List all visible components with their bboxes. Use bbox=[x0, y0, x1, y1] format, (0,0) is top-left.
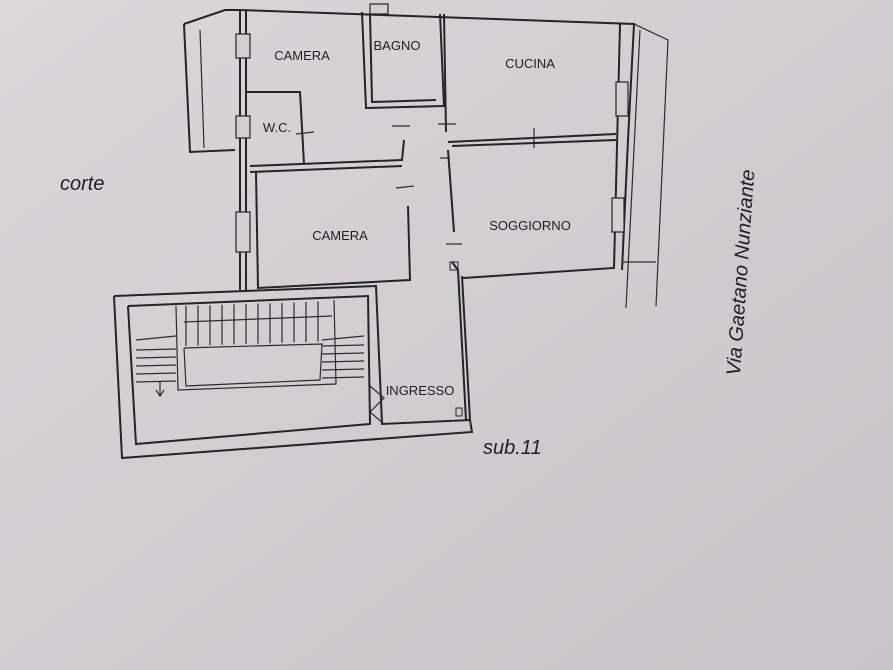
window-mark bbox=[235, 115, 251, 139]
stair-tread bbox=[321, 352, 365, 355]
outer-wall-right-outer bbox=[621, 139, 629, 271]
bagno-walls bbox=[361, 11, 446, 110]
stair-tread bbox=[135, 356, 177, 359]
wc-walls bbox=[246, 91, 305, 165]
room-label-soggiorno: SOGGIORNO bbox=[489, 218, 571, 233]
annex-left-wall bbox=[183, 23, 236, 154]
room-label-wc: W.C. bbox=[263, 120, 291, 135]
window-mark bbox=[615, 81, 629, 117]
sub-label: sub.11 bbox=[483, 437, 542, 459]
entry-door-swing bbox=[369, 385, 385, 425]
stair-tread bbox=[321, 344, 365, 347]
column-mark bbox=[449, 261, 459, 271]
room-label-cucina: CUCINA bbox=[505, 56, 555, 71]
stair-rail bbox=[135, 335, 177, 341]
annex-top-wall bbox=[183, 9, 240, 25]
wc-door bbox=[295, 131, 315, 135]
corridor-wall-top-2 bbox=[249, 165, 403, 173]
stair-tread bbox=[321, 368, 365, 371]
ingresso-right-outer bbox=[461, 275, 471, 421]
stair-tread bbox=[135, 372, 177, 375]
window-mark bbox=[235, 211, 251, 253]
stair-tread bbox=[321, 376, 365, 379]
stair-steps bbox=[135, 301, 365, 383]
window-mark bbox=[235, 33, 251, 59]
stair-core bbox=[175, 299, 337, 391]
window-mark bbox=[611, 197, 625, 233]
facade-line-1 bbox=[633, 23, 669, 307]
stair-landing bbox=[183, 343, 323, 387]
room-label-camera-top: CAMERA bbox=[274, 48, 330, 63]
stair-tread bbox=[321, 360, 365, 363]
cucina-left-wall bbox=[443, 13, 447, 133]
bagno-inner-wall bbox=[369, 13, 437, 104]
soggiorno-left-wall bbox=[447, 149, 455, 233]
stair-rail bbox=[321, 335, 365, 341]
room-label-bagno: BAGNO bbox=[374, 38, 421, 53]
door-mark bbox=[395, 185, 415, 189]
stair-arrow-head bbox=[155, 389, 165, 398]
room-label-camera-bottom: CAMERA bbox=[312, 228, 368, 243]
corridor-wall-top bbox=[249, 139, 405, 167]
cucina-bottom-wall bbox=[447, 133, 617, 143]
corte-label: corte bbox=[60, 173, 104, 195]
camera-bottom-walls bbox=[255, 171, 412, 290]
stairwell-inner bbox=[127, 294, 372, 446]
annex-inner-line bbox=[199, 29, 205, 149]
stair-tread bbox=[135, 364, 177, 367]
room-label-ingresso: INGRESSO bbox=[386, 383, 455, 398]
stairwell-outer bbox=[113, 284, 474, 460]
window-mark bbox=[369, 3, 389, 15]
column-mark bbox=[455, 407, 463, 417]
stair-tread bbox=[135, 348, 177, 351]
stair-tread bbox=[135, 380, 177, 383]
